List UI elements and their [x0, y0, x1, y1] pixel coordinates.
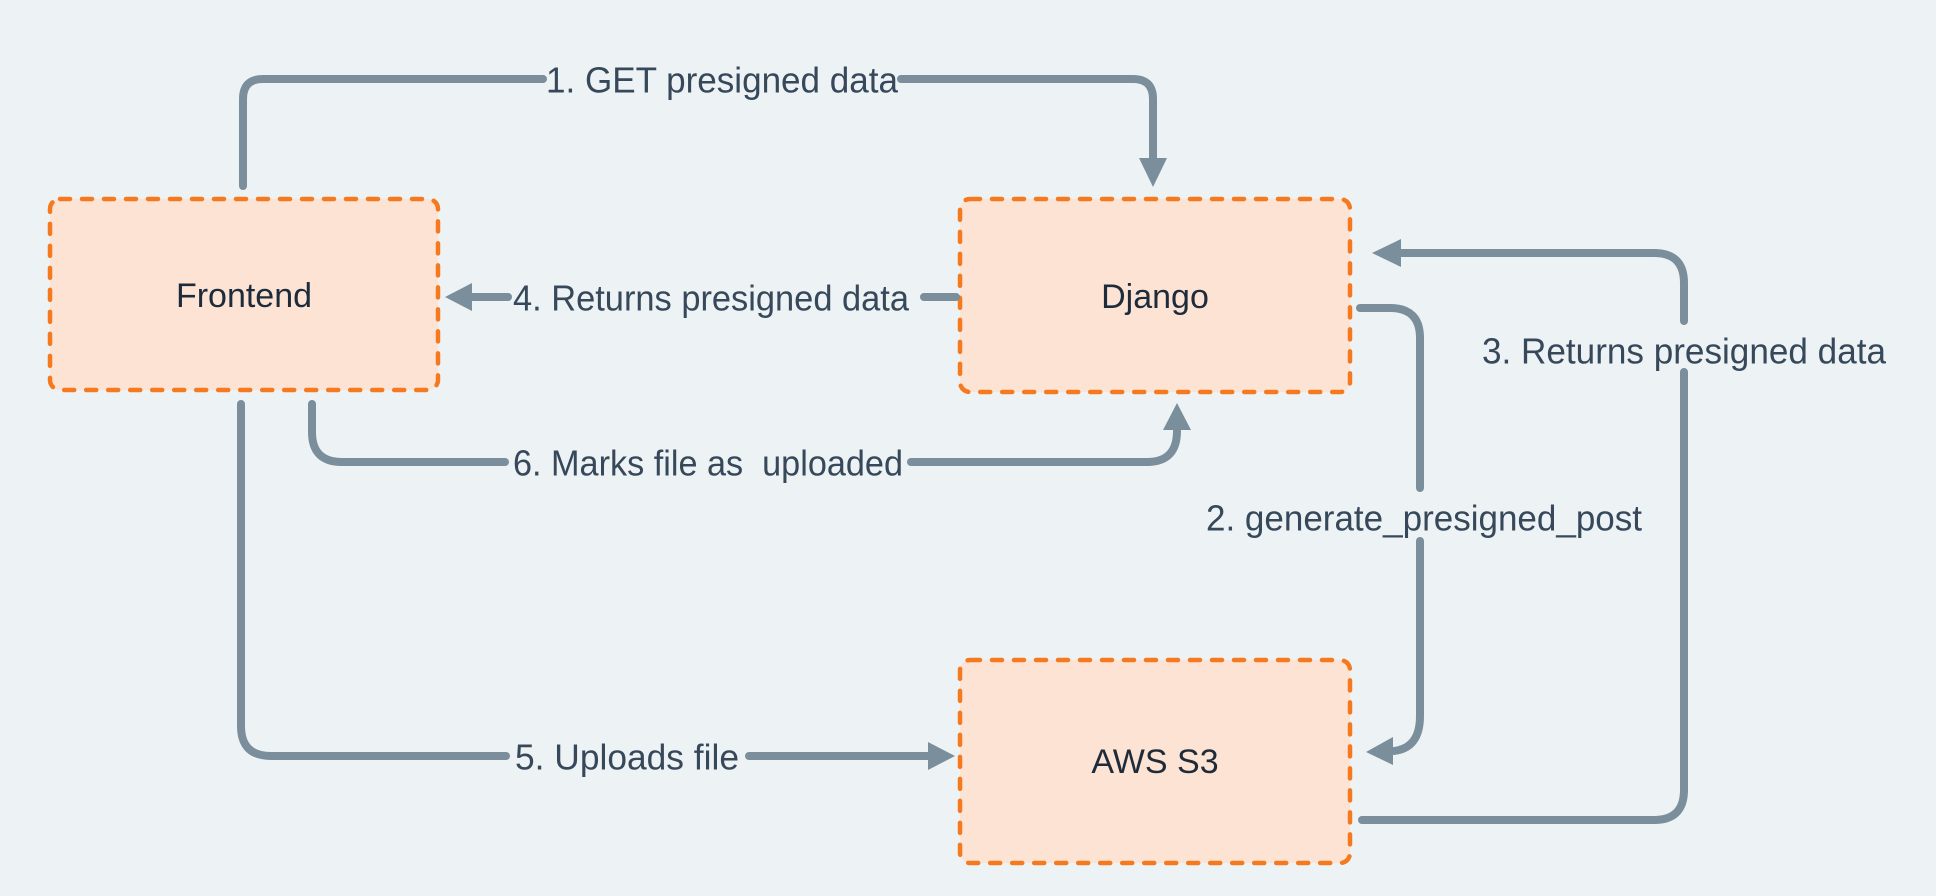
frontend-box — [47, 196, 441, 393]
edge-2-generate-presigned-post: 2. generate_presigned_post — [1206, 304, 1642, 765]
edge-1-label: 1. GET presigned data — [546, 60, 899, 101]
edge-4-arrowhead — [445, 283, 472, 311]
edge-4-returns-presigned-data: 4. Returns presigned data — [445, 278, 960, 319]
edge-1-arrowhead — [1139, 158, 1167, 187]
edge-3-label: 3. Returns presigned data — [1482, 331, 1887, 372]
edge-5-arrowhead — [928, 742, 955, 770]
django-label: Django — [1101, 278, 1209, 316]
edge-1-get-presigned-data: 1. GET presigned data — [239, 60, 1167, 190]
edge-5-segment-a — [237, 400, 510, 760]
node-frontend: Frontend — [47, 196, 441, 393]
edge-4-label: 4. Returns presigned data — [513, 278, 910, 319]
aws-s3-box — [957, 657, 1353, 866]
edge-6-label: 6. Marks file as uploaded — [513, 443, 903, 484]
aws-s3-label: AWS S3 — [1091, 743, 1218, 781]
edge-3-arrowhead — [1372, 239, 1401, 267]
edge-6-segment-b — [907, 427, 1181, 466]
node-django: Django — [957, 196, 1353, 395]
edge-6-segment-a — [308, 400, 509, 466]
edge-2-segment-b — [1390, 537, 1424, 755]
edge-5-uploads-file: 5. Uploads file — [237, 400, 955, 778]
node-aws-s3: AWS S3 — [957, 657, 1353, 866]
edge-3-segment-a — [1358, 368, 1688, 824]
edge-1-segment-a — [239, 75, 547, 190]
edge-3-returns-presigned-data: 3. Returns presigned data — [1358, 239, 1887, 824]
edge-3-segment-b — [1397, 249, 1688, 325]
frontend-label: Frontend — [176, 277, 312, 315]
edge-2-segment-a — [1356, 304, 1424, 492]
edge-2-arrowhead — [1366, 737, 1393, 765]
edge-5-label: 5. Uploads file — [515, 737, 739, 778]
django-box — [957, 196, 1353, 395]
edge-6-marks-file-uploaded: 6. Marks file as uploaded — [308, 400, 1191, 484]
edge-1-segment-b — [897, 75, 1157, 162]
edge-6-arrowhead — [1163, 403, 1191, 430]
edge-2-label: 2. generate_presigned_post — [1206, 498, 1642, 539]
